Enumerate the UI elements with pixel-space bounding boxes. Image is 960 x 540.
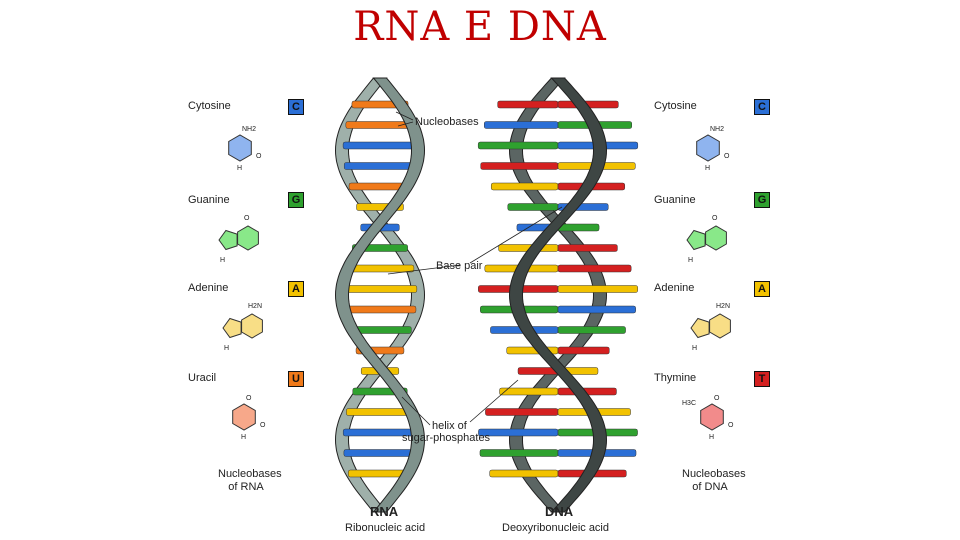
left-uracil-label: Uracil [188, 372, 217, 384]
right-cytosine-molecule [696, 134, 720, 162]
dna-title: DNA [545, 504, 574, 519]
right-cytosine-molecule-h: H [705, 165, 710, 172]
dna-base-left [477, 141, 559, 150]
rna-nucleobase [343, 162, 417, 170]
right-adenine-badge: A [754, 281, 770, 297]
dna-base-right [557, 244, 618, 252]
left-adenine-molecule [241, 313, 263, 339]
right-thymine-molecule-o: O [728, 422, 734, 429]
left-cytosine-molecule [228, 134, 252, 162]
left-caption-2: of RNA [228, 481, 264, 493]
left-guanine-molecule-top: O [244, 215, 250, 222]
rna-subtitle: Ribonucleic acid [345, 522, 426, 534]
dna-base-right [557, 346, 610, 355]
left-caption-1: Nucleobases [218, 468, 282, 480]
rna-nucleobase [342, 141, 418, 150]
right-guanine-molecule-ring [686, 229, 706, 251]
right-adenine-label: Adenine [654, 282, 695, 294]
left-guanine-label: Guanine [188, 194, 230, 206]
rna-nucleobase [345, 121, 415, 129]
dna-base-left [499, 387, 559, 396]
rna-backbone-front [334, 77, 426, 513]
left-adenine-label: Adenine [188, 282, 229, 294]
right-thymine-molecule-h: H [709, 434, 714, 441]
right-caption-1: Nucleobases [682, 468, 746, 480]
right-guanine-label: Guanine [654, 194, 696, 206]
left-guanine-molecule [237, 225, 259, 251]
right-guanine-molecule-h: H [688, 257, 693, 264]
base-pair-leader [387, 264, 461, 275]
left-uracil-molecule [232, 403, 256, 431]
dna-base-left [497, 100, 559, 109]
dna-base-left [485, 408, 559, 416]
nucleobases-leader [397, 121, 414, 127]
dna-subtitle: Deoxyribonucleic acid [502, 522, 609, 534]
right-thymine-label: Thymine [654, 372, 697, 384]
right-guanine-molecule [705, 225, 727, 251]
helix-leader [469, 379, 519, 423]
left-adenine-molecule-h: H [224, 345, 229, 352]
dna-base-right [557, 285, 638, 293]
right-guanine-molecule-top: O [712, 215, 718, 222]
right-thymine-molecule [700, 403, 724, 431]
nucleobases-callout: Nucleobases [415, 116, 479, 128]
helix-callout-2: sugar-phosphates [402, 432, 491, 444]
nucleobases-leader [395, 111, 414, 121]
right-adenine-molecule-top: H2N [716, 303, 730, 310]
right-adenine-molecule-ring [690, 317, 710, 339]
left-cytosine-molecule-h: H [237, 165, 242, 172]
page-title: RNA E DNA [353, 4, 607, 50]
left-cytosine-molecule-top: NH2 [242, 126, 256, 133]
dna-base-left [489, 469, 559, 478]
dna-base-left [483, 121, 559, 129]
right-adenine-molecule-h: H [692, 345, 697, 352]
rna-title: RNA [370, 504, 399, 519]
right-caption-2: of DNA [692, 481, 728, 493]
left-adenine-badge: A [288, 281, 304, 297]
right-cytosine-label: Cytosine [654, 100, 697, 112]
left-uracil-molecule-o: O [260, 422, 266, 429]
rna-nucleobase [342, 285, 418, 293]
right-cytosine-molecule-top: NH2 [710, 126, 724, 133]
left-cytosine-label: Cytosine [188, 100, 231, 112]
right-thymine-badge: T [754, 371, 770, 387]
dna-base-left [507, 203, 559, 211]
right-adenine-molecule [709, 313, 731, 339]
dna-base-right [557, 326, 626, 334]
right-thymine-molecule-side: H3C [682, 400, 696, 407]
left-uracil-molecule-h: H [241, 434, 246, 441]
left-uracil-molecule-top: O [246, 395, 252, 402]
dna-base-left [480, 162, 559, 170]
right-thymine-molecule-top: O [714, 395, 720, 402]
helix-callout-1: helix of [432, 420, 467, 432]
right-guanine-badge: G [754, 192, 770, 208]
dna-base-right [557, 223, 600, 232]
dna-backbone-front [508, 77, 608, 513]
left-cytosine-molecule-o: O [256, 153, 262, 160]
base-pair-leader [469, 206, 563, 264]
base-pair-callout: Base pair [436, 260, 483, 272]
helix-leader [401, 396, 431, 426]
dna-base-right [557, 264, 632, 273]
left-cytosine-badge: C [288, 99, 304, 115]
dna-base-right [557, 305, 636, 314]
left-adenine-molecule-top: H2N [248, 303, 262, 310]
left-guanine-badge: G [288, 192, 304, 208]
left-guanine-molecule-h: H [220, 257, 225, 264]
left-guanine-molecule-ring [218, 229, 238, 251]
dna-base-left [479, 449, 559, 457]
left-uracil-badge: U [288, 371, 304, 387]
dna-base-left [478, 428, 559, 437]
dna-base-left [490, 182, 559, 191]
right-cytosine-molecule-o: O [724, 153, 730, 160]
left-adenine-molecule-ring [222, 317, 242, 339]
rna-nucleobase [343, 449, 417, 457]
rna-nucleobase [343, 305, 417, 314]
right-cytosine-badge: C [754, 99, 770, 115]
